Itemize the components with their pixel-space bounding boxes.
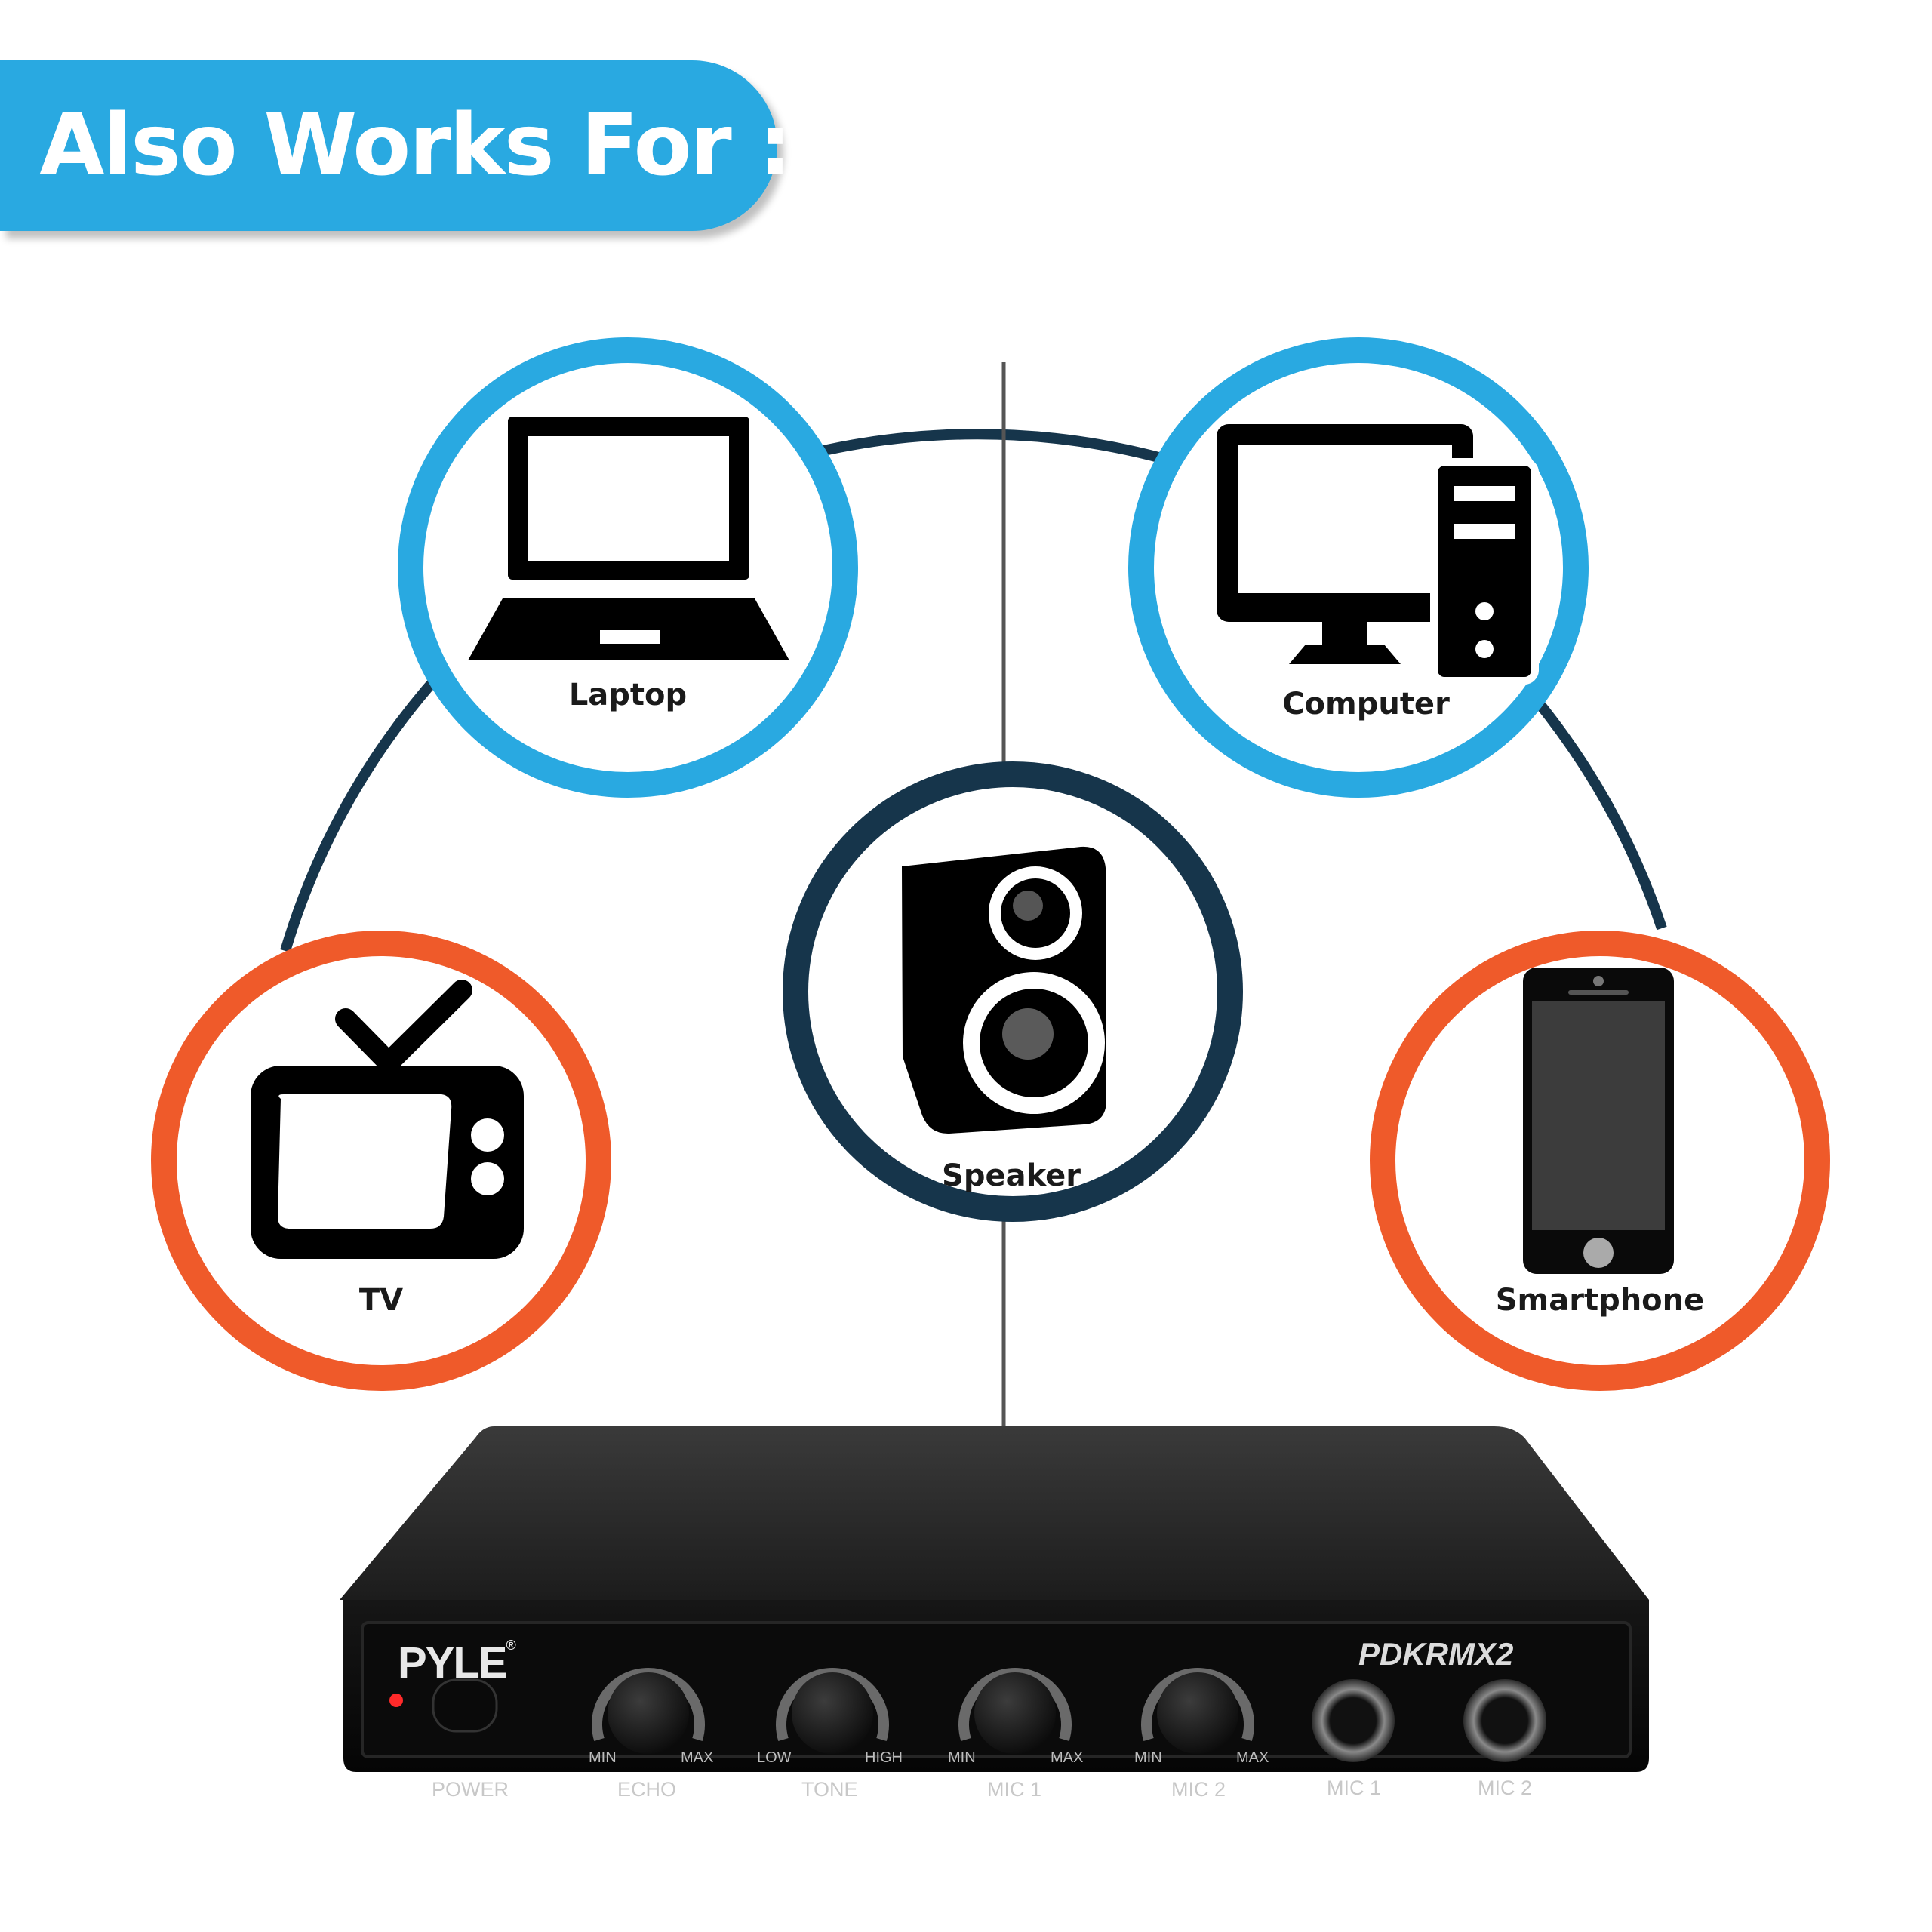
banner-title: Also Works For : bbox=[39, 97, 792, 195]
speaker-label: Speaker bbox=[942, 1158, 1081, 1193]
title-banner: Also Works For : bbox=[0, 60, 792, 231]
power-led bbox=[389, 1694, 403, 1707]
laptop-label: Laptop bbox=[568, 678, 688, 712]
mic1-min: MIN bbox=[948, 1749, 976, 1766]
echo-max: MAX bbox=[681, 1749, 714, 1766]
tone-low: LOW bbox=[757, 1749, 792, 1766]
registered-mark: ® bbox=[506, 1638, 516, 1653]
brand-name: PYLE bbox=[398, 1638, 507, 1687]
power-label: POWER bbox=[432, 1778, 509, 1801]
mic2-knob-label: MIC 2 bbox=[1171, 1778, 1226, 1801]
mixer-device bbox=[340, 1426, 1649, 1772]
computer-icon bbox=[1217, 424, 1539, 685]
computer-circle bbox=[1128, 337, 1589, 798]
power-button[interactable] bbox=[432, 1678, 498, 1733]
smartphone-icon bbox=[1523, 968, 1674, 1274]
knob-tone[interactable] bbox=[776, 1668, 889, 1754]
brand-logo: PYLE® bbox=[398, 1638, 516, 1688]
mic2-max: MAX bbox=[1236, 1749, 1269, 1766]
knob-mic1[interactable] bbox=[958, 1668, 1072, 1754]
tone-high: HIGH bbox=[865, 1749, 903, 1766]
laptop-circle bbox=[398, 337, 858, 798]
speaker-circle bbox=[783, 761, 1243, 1222]
tv-label: TV bbox=[358, 1283, 404, 1318]
jack-mic2[interactable] bbox=[1463, 1679, 1546, 1762]
knob-echo[interactable] bbox=[592, 1668, 705, 1754]
smartphone-circle bbox=[1370, 931, 1830, 1391]
echo-label: ECHO bbox=[617, 1778, 677, 1801]
mic2-min: MIN bbox=[1134, 1749, 1162, 1766]
mic1-knob-label: MIC 1 bbox=[987, 1778, 1042, 1801]
laptop-icon bbox=[468, 417, 789, 660]
jack-mic1[interactable] bbox=[1312, 1679, 1395, 1762]
speaker-icon bbox=[902, 846, 1106, 1134]
tv-icon bbox=[251, 980, 524, 1259]
model-number: PDKRMX2 bbox=[1358, 1636, 1514, 1672]
tone-label: TONE bbox=[801, 1778, 858, 1801]
computer-label: Computer bbox=[1282, 687, 1450, 721]
mic1-max: MAX bbox=[1051, 1749, 1084, 1766]
echo-min: MIN bbox=[589, 1749, 617, 1766]
jack-mic1-label: MIC 1 bbox=[1327, 1777, 1382, 1799]
jack-mic2-label: MIC 2 bbox=[1478, 1777, 1533, 1799]
tv-circle bbox=[151, 931, 611, 1391]
smartphone-label: Smartphone bbox=[1495, 1283, 1705, 1318]
knob-mic2[interactable] bbox=[1141, 1668, 1254, 1754]
